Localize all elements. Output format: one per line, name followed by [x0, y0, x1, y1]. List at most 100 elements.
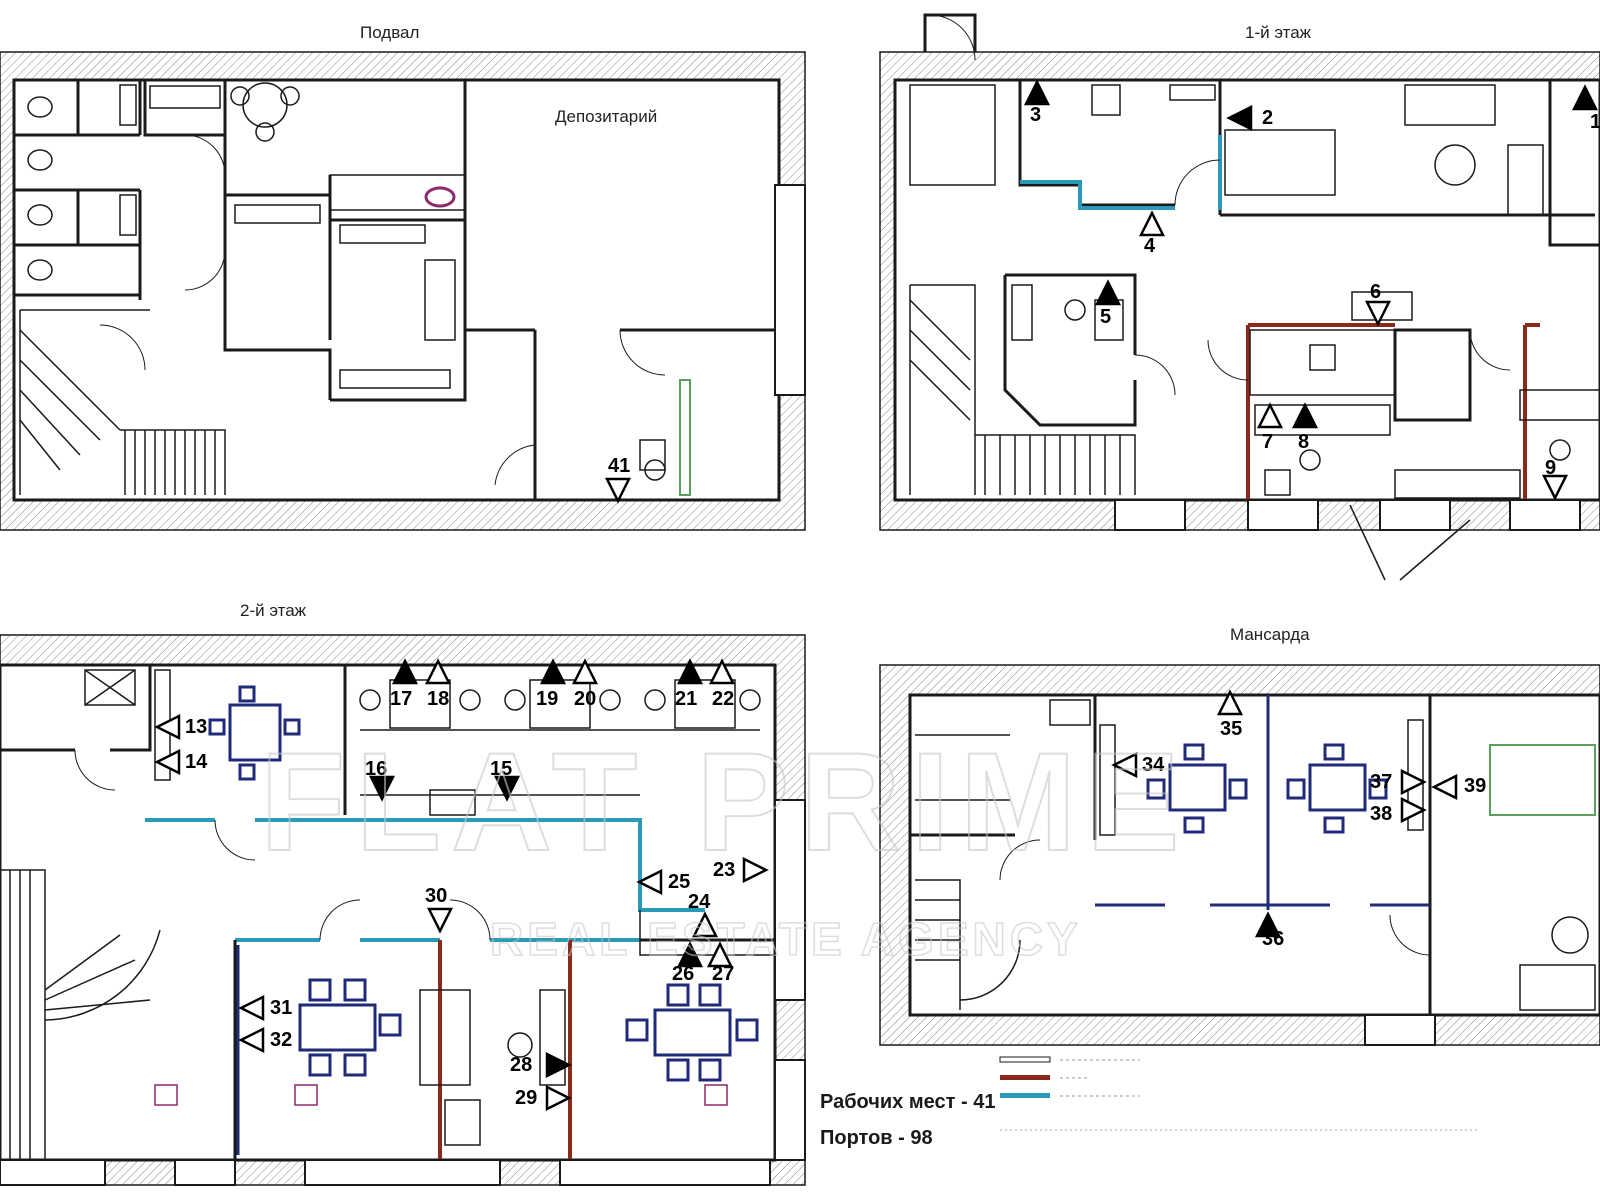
floor-title-second: 2-й этаж — [240, 601, 307, 620]
workplace-marker-15 — [493, 775, 521, 802]
workplace-marker-29 — [545, 1084, 572, 1112]
workplace-number-21: 21 — [675, 688, 697, 710]
workplace-marker-41 — [604, 477, 632, 504]
workplace-number-29: 29 — [515, 1087, 537, 1109]
workplace-marker-38 — [1400, 796, 1427, 824]
workplace-marker-21 — [676, 658, 704, 685]
workplace-number-31: 31 — [270, 997, 292, 1019]
workplace-marker-16 — [368, 775, 396, 802]
workplace-number-4: 4 — [1144, 235, 1156, 257]
workplace-marker-30 — [426, 907, 454, 934]
workplace-marker-7 — [1256, 402, 1284, 429]
watermark-subtitle: REAL ESTATE AGENCY — [490, 913, 1082, 965]
workplace-number-9: 9 — [1545, 457, 1556, 479]
workplace-number-30: 30 — [425, 885, 447, 907]
workplace-marker-28 — [545, 1051, 572, 1079]
workplace-marker-8 — [1291, 402, 1319, 429]
workplace-number-25: 25 — [668, 871, 690, 893]
workplace-number-5: 5 — [1100, 306, 1111, 328]
workplace-number-22: 22 — [712, 688, 734, 710]
basement-stair — [19, 309, 226, 495]
workplace-marker-2 — [1226, 104, 1253, 132]
workplace-number-36: 36 — [1262, 928, 1284, 950]
workplace-number-26: 26 — [672, 963, 694, 985]
workplace-marker-34 — [1111, 751, 1138, 779]
workplace-marker-3 — [1023, 79, 1051, 106]
workplace-marker-13 — [154, 713, 181, 741]
conference-table-left — [298, 978, 402, 1077]
workplace-number-19: 19 — [536, 688, 558, 710]
floor-title-attic: Мансарда — [1230, 625, 1310, 644]
workplace-number-41: 41 — [608, 455, 630, 477]
workplace-marker-24 — [691, 911, 719, 938]
workplace-marker-19 — [539, 658, 567, 685]
workplace-marker-27 — [706, 941, 734, 968]
workplace-number-6: 6 — [1370, 281, 1381, 303]
workplace-number-35: 35 — [1220, 718, 1242, 740]
workplace-marker-9 — [1541, 474, 1569, 501]
workplace-number-7: 7 — [1262, 431, 1273, 453]
summary-ports: Портов - 98 — [820, 1127, 933, 1149]
workplace-marker-18 — [424, 658, 452, 685]
first-floor-stair — [909, 284, 1136, 495]
workplace-number-27: 27 — [712, 963, 734, 985]
meeting-table-13-14 — [208, 685, 301, 781]
workplace-marker-36 — [1254, 911, 1282, 938]
workplace-number-8: 8 — [1298, 431, 1309, 453]
workplace-marker-25 — [636, 868, 663, 896]
attic-stair — [915, 879, 1021, 1010]
basement-plan: Подвал — [0, 23, 806, 531]
workplace-marker-31 — [238, 994, 265, 1022]
workplace-number-3: 3 — [1030, 104, 1041, 126]
floor-title-first: 1-й этаж — [1245, 23, 1312, 42]
workplace-marker-37 — [1400, 768, 1427, 796]
workplace-number-34: 34 — [1142, 754, 1165, 776]
workplace-number-38: 38 — [1370, 803, 1392, 825]
room-label-depository: Депозитарий — [555, 107, 657, 126]
workplace-number-20: 20 — [574, 688, 596, 710]
workplace-number-17: 17 — [390, 688, 412, 710]
attic-table-34 — [1146, 743, 1248, 834]
workplace-number-14: 14 — [185, 751, 208, 773]
workplace-number-18: 18 — [427, 688, 449, 710]
workplace-marker-23 — [742, 856, 769, 884]
workplace-marker-1 — [1571, 84, 1599, 111]
workplace-marker-35 — [1216, 689, 1244, 716]
first-floor-plan: 1-й этаж — [879, 13, 1600, 581]
workplace-marker-5 — [1094, 279, 1122, 306]
workplace-marker-26 — [676, 941, 704, 968]
workplace-marker-39 — [1431, 773, 1458, 801]
conference-table-right — [625, 983, 759, 1082]
workplace-marker-4 — [1138, 210, 1166, 237]
attic-table-37 — [1286, 743, 1388, 834]
watermark-brand: FLAT PRIME — [260, 723, 1190, 880]
dining-table — [230, 82, 300, 142]
workplace-number-2: 2 — [1262, 107, 1273, 129]
workplace-number-28: 28 — [510, 1054, 532, 1076]
workplace-marker-20 — [571, 658, 599, 685]
workplace-number-32: 32 — [270, 1029, 292, 1051]
workplace-marker-14 — [154, 748, 181, 776]
second-floor-stair — [0, 869, 161, 1160]
summary-workplaces: Рабочих мест - 41 — [820, 1091, 995, 1113]
second-floor-plan: 2-й этаж — [0, 601, 806, 1186]
workplace-number-13: 13 — [185, 716, 207, 738]
attic-plan: Мансарда — [879, 625, 1600, 1046]
workplace-number-24: 24 — [688, 891, 711, 913]
workplace-number-39: 39 — [1464, 775, 1486, 797]
workplace-number-37: 37 — [1370, 771, 1392, 793]
workplace-number-15: 15 — [490, 758, 512, 780]
toilets — [27, 84, 137, 281]
workplace-marker-6 — [1364, 300, 1392, 327]
workplace-marker-32 — [238, 1026, 265, 1054]
workplace-marker-22 — [708, 658, 736, 685]
workplace-marker-17 — [391, 658, 419, 685]
workplace-number-1: 1 — [1590, 111, 1600, 133]
floor-title-basement: Подвал — [360, 23, 419, 42]
workplace-number-16: 16 — [365, 758, 387, 780]
legend — [999, 1056, 1480, 1131]
watermark: FLAT PRIME REAL ESTATE AGENCY — [259, 722, 1190, 966]
workplace-number-23: 23 — [713, 859, 735, 881]
